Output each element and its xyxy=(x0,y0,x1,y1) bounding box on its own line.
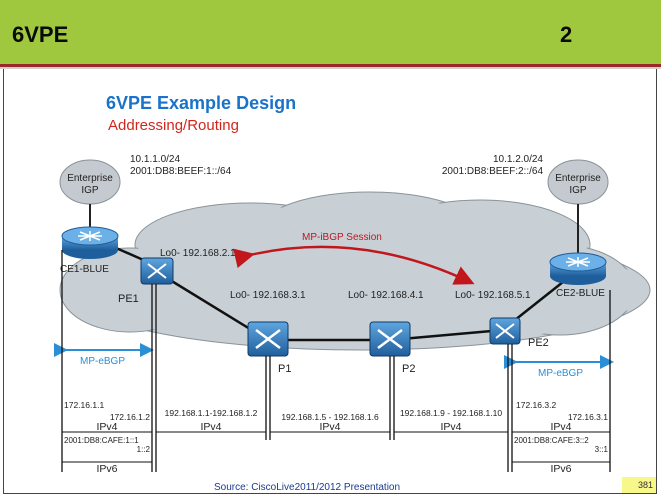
node-pe1-label: PE1 xyxy=(118,293,139,305)
node-p1-label: P1 xyxy=(278,363,291,375)
loopback-p1: Lo0- 192.168.3.1 xyxy=(230,290,306,301)
ce1-router-icon xyxy=(61,226,119,259)
p2-pe2-range: 192.168.1.9 - 192.168.1.10 xyxy=(400,408,502,418)
pe2-ce2-v6: 2001:DB8:CAFE:3::2 xyxy=(514,436,589,445)
ebgp-right-label: MP-eBGP xyxy=(538,368,583,379)
pe1-p1-proto: IPv4 xyxy=(200,421,221,433)
frame-right xyxy=(656,69,657,494)
loopback-pe2: Lo0- 192.168.5.1 xyxy=(455,290,531,301)
slide-title: 6VPE xyxy=(12,22,69,47)
enterprise-left-line2: IGP xyxy=(81,185,99,196)
net-left-ipv4: 10.1.1.0/24 xyxy=(130,154,180,165)
pe2-switch-icon xyxy=(489,317,521,345)
net-right-ipv4: 10.1.2.0/24 xyxy=(493,154,543,165)
pe2-ce2-addr-b: 172.16.3.1 xyxy=(568,412,608,422)
frame-left xyxy=(3,69,4,494)
p1-switch-icon xyxy=(247,321,289,357)
node-p2-label: P2 xyxy=(402,363,415,375)
ce1-pe1-proto: IPv4 xyxy=(96,421,117,433)
pe1-p1-range: 192.168.1.1-192.168.1.2 xyxy=(165,408,258,418)
title-bar xyxy=(0,0,661,64)
source-footnote: Source: CiscoLive2011/2012 Presentation xyxy=(214,482,401,493)
ce1-pe1-addr-a: 172.16.1.1 xyxy=(64,400,104,410)
link-boundaries xyxy=(61,250,611,472)
net-right-ipv6: 2001:DB8:BEEF:2::/64 xyxy=(442,166,544,177)
enterprise-left-line1: Enterprise xyxy=(67,173,113,184)
ce1-pe1-v6proto: IPv6 xyxy=(96,463,117,475)
node-pe2-label: PE2 xyxy=(528,337,549,349)
diagram-heading: 6VPE Example Design xyxy=(106,93,296,113)
pe2-ce2-v6b: 3::1 xyxy=(595,445,609,454)
ce1-pe1-v6: 2001:DB8:CAFE:1::1 xyxy=(64,436,139,445)
enterprise-right-line2: IGP xyxy=(569,185,587,196)
ce1-pe1-v6b: 1::2 xyxy=(137,445,151,454)
net-left-ipv6: 2001:DB8:BEEF:1::/64 xyxy=(130,166,232,177)
pe1-switch-icon xyxy=(140,257,174,285)
ce1-pe1-addr-b: 172.16.1.2 xyxy=(110,412,150,422)
ce2-router-icon xyxy=(549,252,607,285)
ibgp-session-label: MP-iBGP Session xyxy=(302,232,382,243)
p1-p2-proto: IPv4 xyxy=(319,421,340,433)
ibgp-session-arrow xyxy=(233,245,475,285)
enterprise-right-line1: Enterprise xyxy=(555,173,601,184)
page-number-badge: 381 xyxy=(622,477,656,493)
pe2-ce2-v6proto: IPv6 xyxy=(550,463,571,475)
span-lines xyxy=(62,431,610,463)
diagram-subheading: Addressing/Routing xyxy=(108,117,239,134)
node-ce1-label: CE1-BLUE xyxy=(60,264,109,275)
loopback-p2: Lo0- 192.168.4.1 xyxy=(348,290,424,301)
slide-number: 2 xyxy=(560,22,573,47)
frame-bottom xyxy=(3,493,657,494)
node-ce2-label: CE2-BLUE xyxy=(556,288,605,299)
ebgp-left-label: MP-eBGP xyxy=(80,356,125,367)
loopback-pe1: Lo0- 192.168.2.1 xyxy=(160,248,236,259)
p1-p2-range: 192.168.1.5 - 192.168.1.6 xyxy=(281,412,379,422)
pe2-ce2-addr-a: 172.16.3.2 xyxy=(516,400,556,410)
title-rule xyxy=(0,64,661,67)
pe2-ce2-proto: IPv4 xyxy=(550,421,571,433)
p2-switch-icon xyxy=(369,321,411,357)
p2-pe2-proto: IPv4 xyxy=(440,421,461,433)
title-rule-shadow xyxy=(0,67,661,69)
